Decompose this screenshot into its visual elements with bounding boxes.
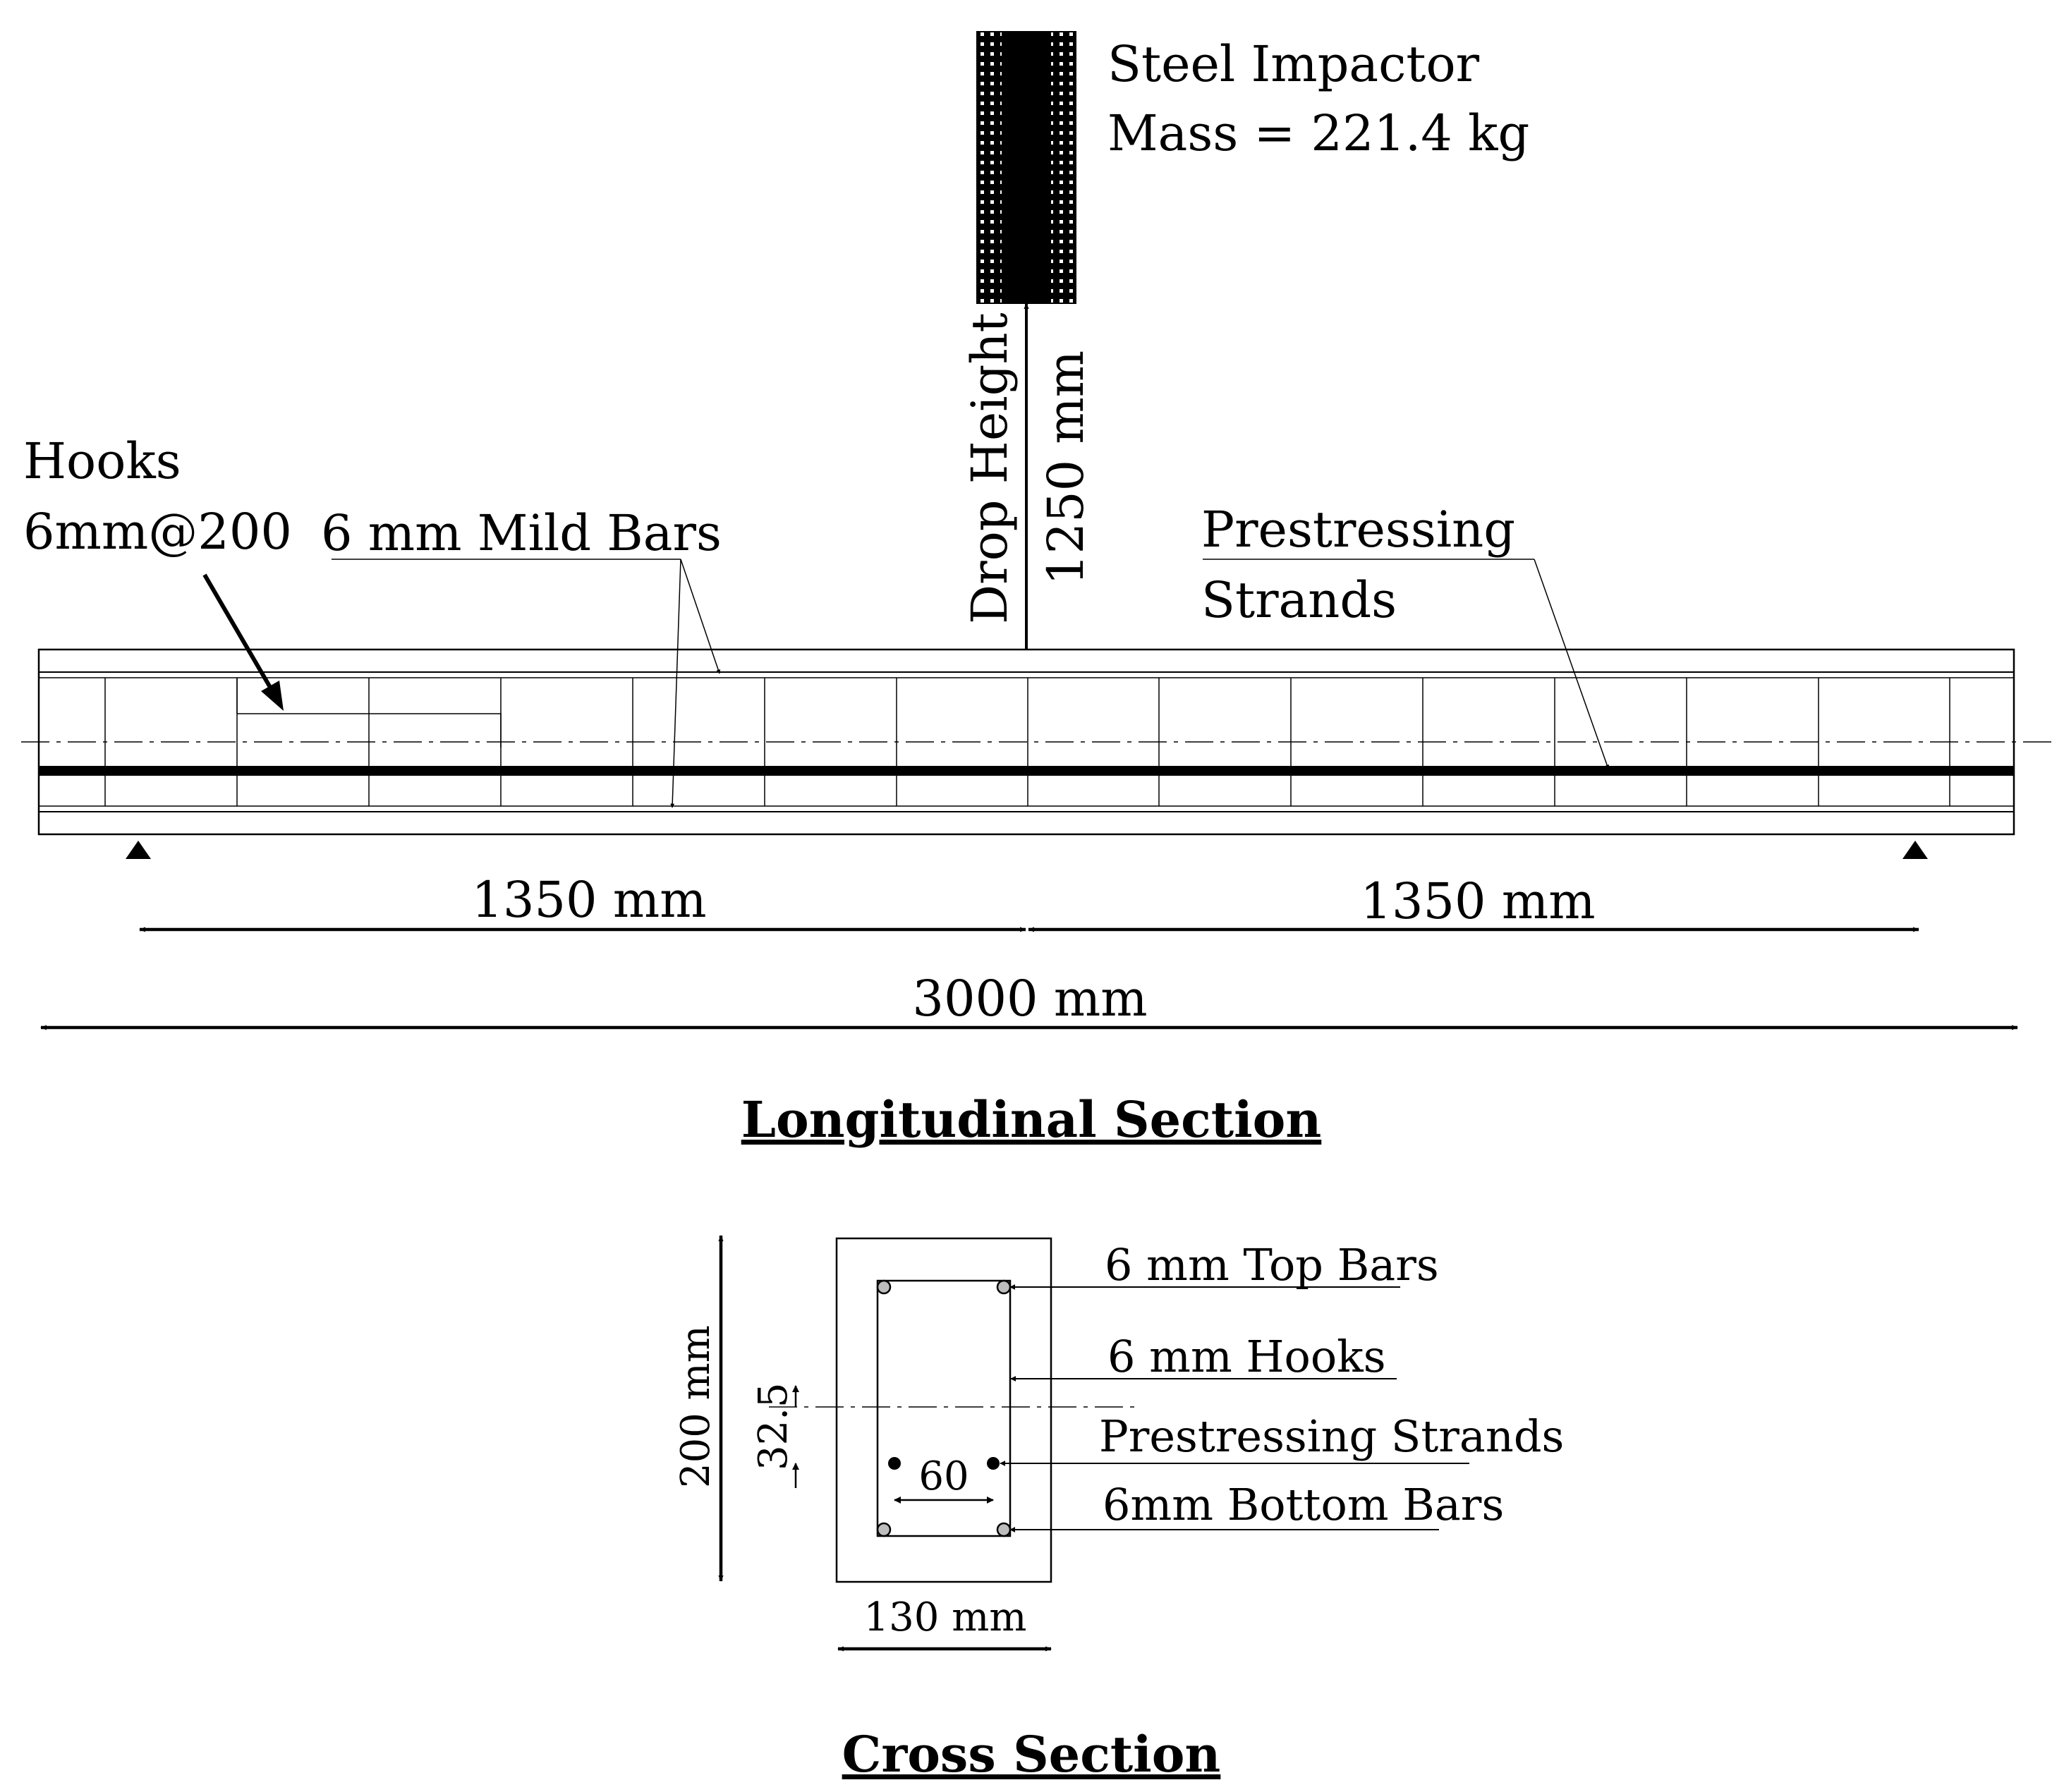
- width-label: 130 mm: [864, 1595, 1027, 1640]
- strand-spacing-label: 60: [918, 1453, 969, 1499]
- beam-cross-section: [769, 1237, 1136, 1583]
- strands-label: Prestressing: [1201, 501, 1515, 559]
- bottom-bars-label: 6mm Bottom Bars: [1103, 1479, 1504, 1530]
- hooks-label: Hooks: [23, 432, 181, 490]
- hooks-pointer: [202, 573, 279, 700]
- hooks-spacing-label: 6mm@200: [23, 503, 292, 561]
- total-length-label: 3000 mm: [912, 970, 1147, 1028]
- right-support: [1902, 841, 1928, 859]
- top-bar-right: [996, 1279, 1012, 1295]
- span-dimensions: [40, 927, 2018, 1030]
- drop-height-value: 1250 mm: [1037, 351, 1095, 585]
- drop-height-label: Drop Height: [961, 312, 1019, 624]
- impactor-name: Steel Impactor: [1107, 35, 1480, 93]
- eccentricity-label: 32.5: [751, 1382, 796, 1470]
- bottom-bar-left: [876, 1522, 892, 1537]
- strand-right: [987, 1457, 1000, 1470]
- cross-hooks-label: 6 mm Hooks: [1107, 1331, 1386, 1382]
- cross-section-title: Cross Section: [842, 1725, 1221, 1784]
- beam-longitudinal: [21, 648, 2053, 836]
- reinforcing-bars: [876, 1279, 1012, 1537]
- mild-bars-label: 6 mm Mild Bars: [321, 504, 722, 562]
- impactor-mass: Mass = 221.4 kg: [1107, 104, 1529, 162]
- span-right-label: 1350 mm: [1360, 872, 1595, 930]
- bottom-bar-right: [996, 1522, 1012, 1537]
- cross-section-leaders: [1000, 1284, 1469, 1532]
- cross-strands-label: Prestressing Strands: [1099, 1410, 1564, 1462]
- longitudinal-section-title: Longitudinal Section: [741, 1090, 1322, 1149]
- height-label: 200 mm: [673, 1325, 719, 1488]
- left-support: [126, 841, 151, 859]
- hook-stirrup: [876, 1279, 1012, 1537]
- strand-left: [888, 1457, 901, 1470]
- top-bars-label: 6 mm Top Bars: [1105, 1239, 1439, 1291]
- top-bar-left: [876, 1279, 892, 1295]
- span-left-label: 1350 mm: [471, 871, 706, 929]
- mild-bars-leaders: [332, 559, 721, 808]
- steel-impactor: [976, 31, 1076, 304]
- strands-label-line2: Strands: [1201, 571, 1397, 629]
- strands-leader: [1203, 559, 1610, 769]
